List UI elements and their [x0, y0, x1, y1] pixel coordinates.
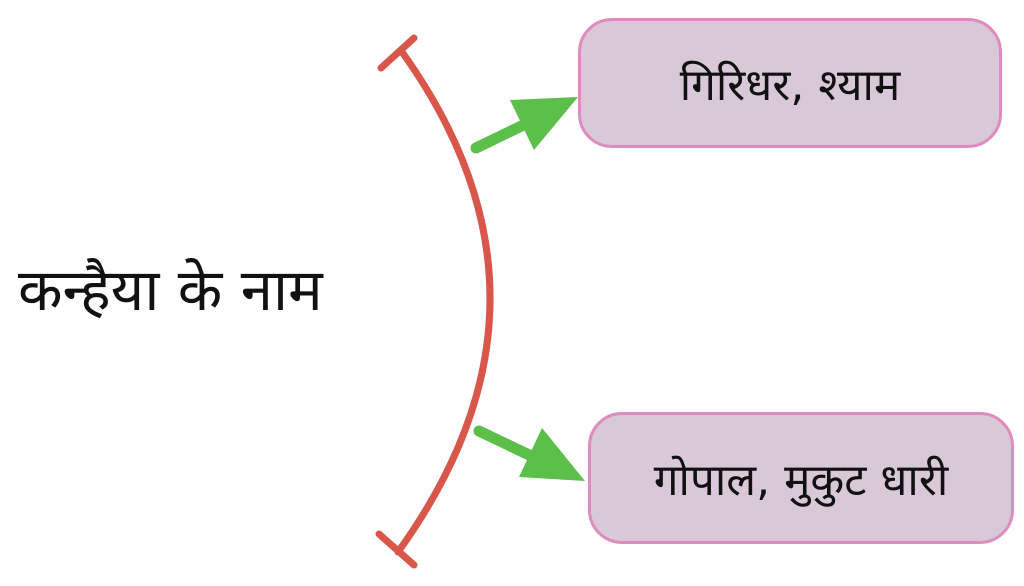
branch-box-bottom: गोपाल, मुकुट धारी: [588, 412, 1014, 544]
branch-box-top: गिरिधर, श्याम: [578, 18, 1002, 148]
branch-box-bottom-label: गोपाल, मुकुट धारी: [653, 455, 949, 506]
branch-box-top-label: गिरिधर, श्याम: [679, 60, 901, 111]
curly-bracket: [375, 34, 494, 569]
arrow-to-top-box: [470, 97, 578, 154]
bracket-curve: [394, 48, 494, 556]
bracket-bottom-cap: [375, 530, 418, 569]
bracket-top-cap: [377, 34, 418, 72]
root-label: कन्हैया के नाम: [18, 256, 323, 324]
arrow-to-bottom-box: [473, 425, 585, 481]
